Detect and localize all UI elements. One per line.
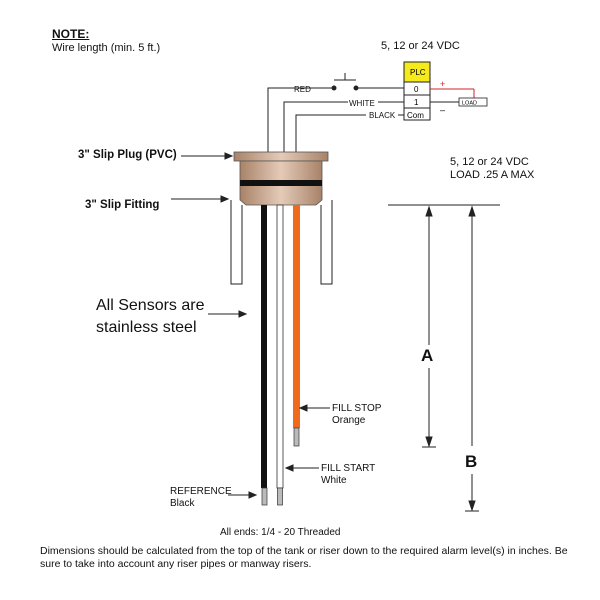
dimension-b-label: B <box>465 452 478 471</box>
plus-sign: + <box>440 79 445 89</box>
white-wire-line <box>283 101 348 153</box>
plug-cap-top <box>233 151 329 162</box>
ends-note: All ends: 1/4 - 20 Threaded <box>220 527 341 538</box>
fill-start-title: FILL START <box>321 463 376 474</box>
reference-title: REFERENCE <box>170 486 232 497</box>
reference-color: Black <box>170 498 195 509</box>
fill-stop-color: Orange <box>332 415 366 426</box>
plc-terminal-0: 0 <box>414 85 419 94</box>
fill-stop-label: FILL STOP Orange <box>332 403 381 427</box>
reference-label: REFERENCE Black <box>170 486 232 510</box>
load-box <box>458 97 488 107</box>
probe-rods <box>261 204 300 506</box>
load-spec-line2: LOAD .25 A MAX <box>450 169 535 181</box>
fill-start-color: White <box>321 475 347 486</box>
fill-start-rod <box>276 204 284 489</box>
minus-sign: – <box>440 105 445 115</box>
white-wire-label: WHITE <box>349 99 375 108</box>
plc-terminals <box>403 81 431 121</box>
load-spec: 5, 12 or 24 VDC LOAD .25 A MAX <box>450 156 534 182</box>
slip-plug-label: 3" Slip Plug (PVC) <box>78 149 177 161</box>
slip-fitting-label: 3" Slip Fitting <box>85 199 160 211</box>
footer-note: Dimensions should be calculated from the… <box>40 545 568 570</box>
black-wire-label: BLACK <box>369 111 396 120</box>
fill-start-thread <box>277 487 283 506</box>
plc-terminal-1: 1 <box>414 98 419 107</box>
red-wire-line <box>267 87 332 153</box>
leader-arrows <box>171 152 330 499</box>
plc-title: PLC <box>410 68 426 77</box>
load-spec-line1: 5, 12 or 24 VDC <box>450 156 529 168</box>
red-wire-label: RED <box>294 85 311 94</box>
plc-block: PLC 0 1 Com <box>403 61 431 121</box>
load-label: LOAD <box>462 101 477 107</box>
dimension-lines <box>388 204 500 512</box>
slip-fitting <box>230 200 333 285</box>
fill-stop-thread <box>293 427 300 447</box>
plc-terminal-com: Com <box>407 111 424 120</box>
fill-stop-rod <box>293 205 300 428</box>
sensors-note: All Sensors are stainless steel <box>96 297 205 336</box>
fill-stop-title: FILL STOP <box>332 403 382 414</box>
fill-start-label: FILL START White <box>321 463 375 487</box>
reference-rod <box>261 205 267 488</box>
note-title: NOTE: <box>52 27 90 41</box>
o-ring <box>240 180 322 186</box>
reference-thread <box>261 487 268 506</box>
slip-plug <box>233 151 329 206</box>
black-wire-line <box>295 114 366 153</box>
dimension-a-label: A <box>421 346 434 365</box>
note-text: Wire length (min. 5 ft.) <box>52 42 161 54</box>
load-wiring: + – LOAD <box>430 79 488 115</box>
switch-and-wires <box>267 73 404 153</box>
supply-voltage-top: 5, 12 or 24 VDC <box>381 40 460 52</box>
